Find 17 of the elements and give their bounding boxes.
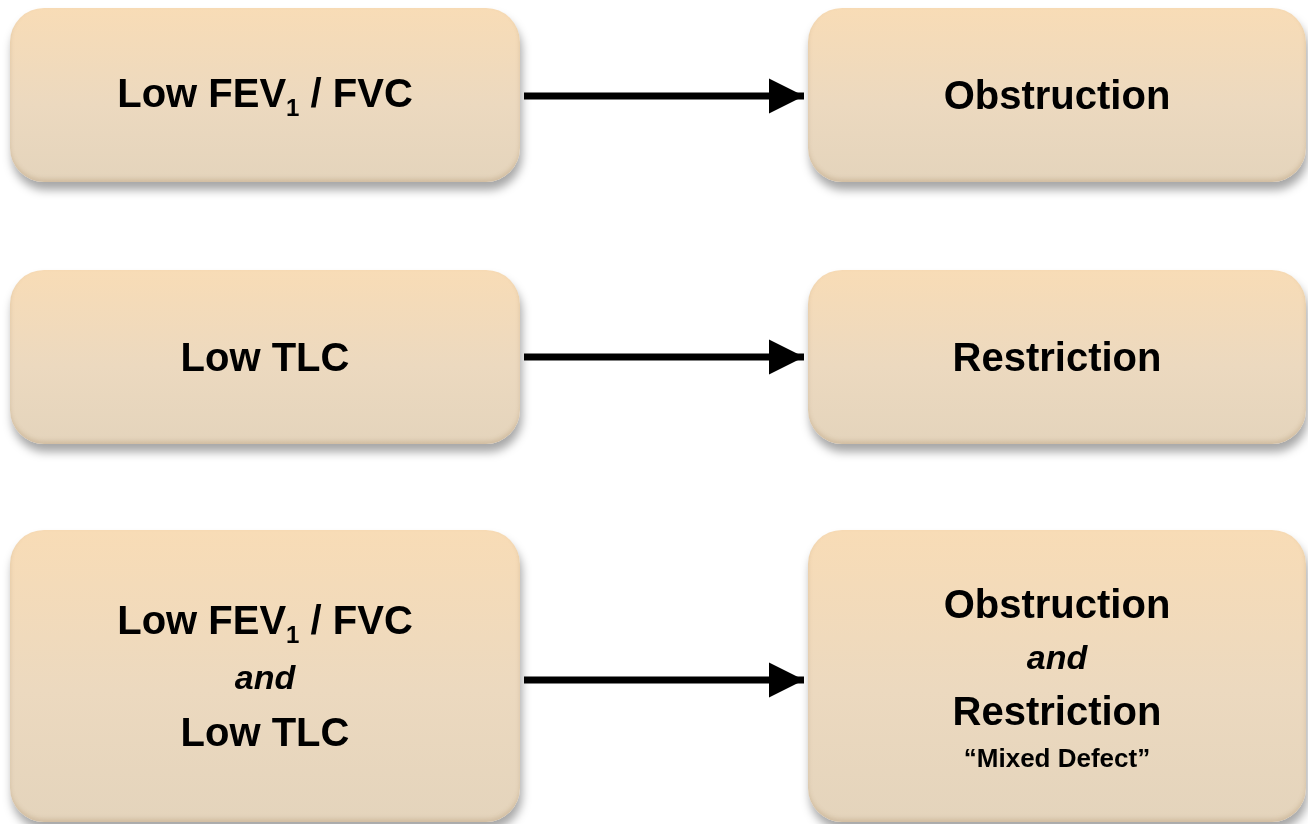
- rounded-box: [10, 530, 520, 822]
- rounded-box: [808, 530, 1306, 822]
- rounded-box: [808, 8, 1306, 182]
- box-label: Low TLC: [180, 334, 350, 381]
- rounded-box: [10, 8, 520, 182]
- box-label: Low FEV$_{1}$ / FVC: [117, 69, 413, 123]
- box-label: Obstruction: [943, 72, 1171, 119]
- connector-word: and: [234, 657, 296, 699]
- box-label: “Mixed Defect”: [963, 741, 1151, 775]
- rounded-box: [10, 270, 520, 444]
- box-label: Low TLC: [180, 708, 350, 756]
- box-label: Restriction: [952, 334, 1162, 381]
- connector-word: and: [1026, 636, 1088, 678]
- box-label: Obstruction: [943, 580, 1171, 628]
- box-label: Low FEV$_{1}$ / FVC: [117, 597, 413, 651]
- box-label: Restriction: [952, 687, 1162, 735]
- rounded-box: [808, 270, 1306, 444]
